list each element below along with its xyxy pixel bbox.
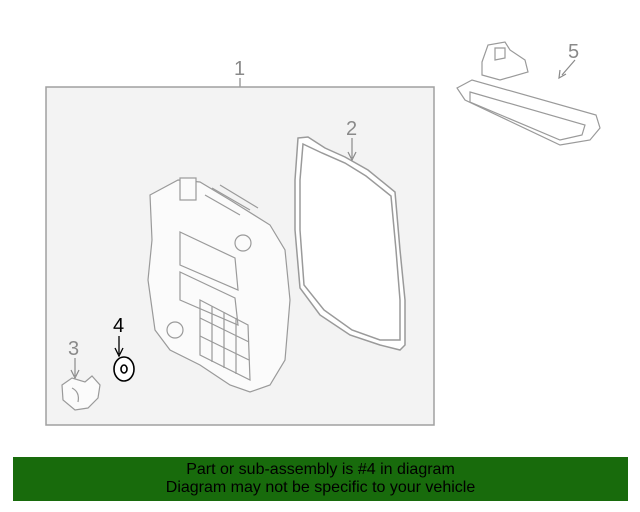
gasket-icon[interactable] <box>294 136 406 351</box>
callout-2[interactable]: 2 <box>346 118 357 140</box>
banner-line-1: Part or sub-assembly is #4 in diagram <box>186 461 455 478</box>
callout-1[interactable]: 1 <box>234 58 245 80</box>
banner-line-2: Diagram may not be specific to your vehi… <box>165 479 476 496</box>
callout-4[interactable]: 4 <box>113 315 124 337</box>
callout-5[interactable]: 5 <box>568 41 579 63</box>
oil-pan-icon[interactable] <box>147 177 291 393</box>
callout-3[interactable]: 3 <box>68 338 79 360</box>
washer-icon[interactable] <box>113 356 135 382</box>
parts-diagram: 1 2 3 4 5 <box>45 41 601 426</box>
clip-icon[interactable] <box>61 375 101 411</box>
info-banner: Part or sub-assembly is #4 in diagram Di… <box>13 457 628 501</box>
filter-icon[interactable] <box>456 41 601 146</box>
